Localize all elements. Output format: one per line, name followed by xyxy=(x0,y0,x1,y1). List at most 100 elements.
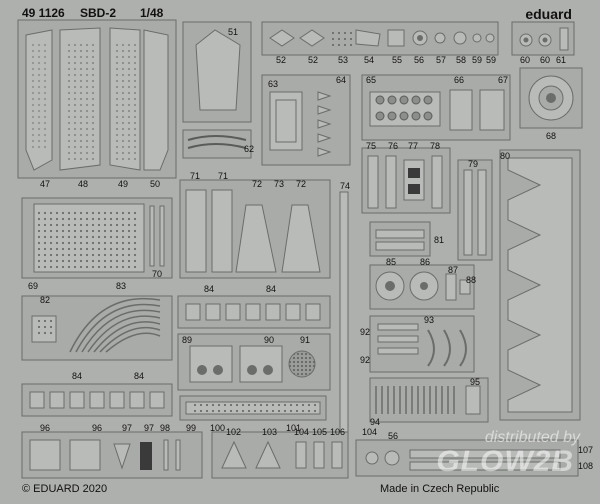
brand-logo: eduard xyxy=(525,6,572,22)
part-84-row-lower xyxy=(21,383,173,417)
part-number-label: 79 xyxy=(468,159,479,169)
part-number-label: 72 xyxy=(296,179,307,189)
part-number-label: 77 xyxy=(408,141,419,151)
part-number-label: 97 xyxy=(144,423,155,433)
part-number-label: 57 xyxy=(436,55,447,65)
part-number-label: 84 xyxy=(134,371,145,381)
part-number-label: 71 xyxy=(218,171,229,181)
part-number-label: 89 xyxy=(182,335,193,345)
part-number-label: 48 xyxy=(78,179,89,189)
part-number-label: 73 xyxy=(274,179,285,189)
part-number-label: 94 xyxy=(370,417,381,427)
part-number-label: 59 xyxy=(486,55,497,65)
part-number-label: 55 xyxy=(392,55,403,65)
part-number-label: 72 xyxy=(252,179,263,189)
part-number-label: 85 xyxy=(386,257,397,267)
part-number-label: 96 xyxy=(40,423,51,433)
part-number-label: 80 xyxy=(500,151,511,161)
part-number-label: 99 xyxy=(186,423,197,433)
part-62 xyxy=(182,129,252,159)
part-number-label: 52 xyxy=(276,55,287,65)
part-number-label: 101 xyxy=(286,423,302,433)
part-number-label: 51 xyxy=(228,27,239,37)
part-82-83 xyxy=(21,295,173,361)
part-number-label: 83 xyxy=(116,281,127,291)
part-102-106 xyxy=(211,431,349,479)
part-number-label: 75 xyxy=(366,141,377,151)
part-number-label: 62 xyxy=(244,144,255,154)
part-number-label: 104 xyxy=(362,427,378,437)
part-number-label: 93 xyxy=(424,315,435,325)
part-number-label: 68 xyxy=(546,131,557,141)
copyright-text: © EDUARD 2020 xyxy=(22,483,108,495)
part-number-label: 84 xyxy=(72,371,83,381)
part-92-93 xyxy=(369,315,475,373)
part-79 xyxy=(457,159,493,261)
watermark-line1: distributed by xyxy=(484,429,580,446)
part-number-label: 96 xyxy=(92,423,103,433)
part-number-label: 67 xyxy=(498,75,509,85)
part-number-label: 88 xyxy=(466,275,477,285)
part-number-label: 71 xyxy=(190,171,201,181)
part-71-73 xyxy=(179,179,331,279)
part-85-88 xyxy=(369,264,475,310)
part-number-label: 78 xyxy=(430,141,441,151)
part-number-label: 106 xyxy=(330,427,346,437)
part-number-label: 60 xyxy=(540,55,551,65)
part-number-label: 76 xyxy=(388,141,399,151)
part-96-99 xyxy=(21,431,203,479)
part-74 xyxy=(339,191,349,463)
part-number-label: 56 xyxy=(414,55,425,65)
dive-brake-group xyxy=(17,19,177,179)
part-number-label: 74 xyxy=(340,181,351,191)
part-number-label: 81 xyxy=(434,235,445,245)
part-number-label: 54 xyxy=(364,55,375,65)
part-number-label: 47 xyxy=(40,179,51,189)
part-number-label: 59 xyxy=(472,55,483,65)
part-number-label: 64 xyxy=(336,75,347,85)
part-number-label: 90 xyxy=(264,335,275,345)
part-number-label: 65 xyxy=(366,75,377,85)
part-number-label: 84 xyxy=(204,284,215,294)
part-51 xyxy=(182,21,252,123)
part-65-67 xyxy=(361,74,511,141)
part-number-label: 97 xyxy=(122,423,133,433)
part-number-label: 63 xyxy=(268,79,279,89)
part-number-label: 70 xyxy=(152,269,163,279)
part-number-label: 69 xyxy=(28,281,39,291)
part-80 xyxy=(499,149,581,421)
part-number-label: 108 xyxy=(578,461,594,471)
part-number-label: 102 xyxy=(226,427,242,437)
part-81 xyxy=(369,221,431,257)
sheet-code: 49 1126 xyxy=(22,6,65,20)
part-number-label: 92 xyxy=(360,355,371,365)
sheet-model: SBD-2 xyxy=(80,6,117,20)
part-number-label: 100 xyxy=(210,423,226,433)
part-number-label: 52 xyxy=(308,55,319,65)
part-number-label: 66 xyxy=(454,75,465,85)
small-parts-strip xyxy=(261,21,499,56)
part-number-label: 61 xyxy=(556,55,567,65)
part-89-91 xyxy=(177,333,331,391)
part-number-label: 82 xyxy=(40,295,51,305)
part-60-61 xyxy=(511,21,575,56)
part-number-label: 49 xyxy=(118,179,129,189)
part-75-78 xyxy=(361,147,451,214)
watermark-line2: GLOW2B xyxy=(436,445,574,478)
part-number-label: 103 xyxy=(262,427,278,437)
part-number-label: 91 xyxy=(300,335,311,345)
part-84-row-upper xyxy=(177,295,331,329)
part-number-label: 98 xyxy=(160,423,171,433)
part-number-label: 87 xyxy=(448,265,459,275)
part-number-label: 104 xyxy=(294,427,310,437)
part-107-108 xyxy=(355,439,579,477)
part-number-label: 56 xyxy=(388,431,399,441)
part-69-70 xyxy=(21,197,173,279)
origin-text: Made in Czech Republic xyxy=(380,483,500,495)
part-number-label: 50 xyxy=(150,179,161,189)
part-68 xyxy=(519,67,583,129)
part-number-label: 53 xyxy=(338,55,349,65)
part-number-label: 86 xyxy=(420,257,431,267)
